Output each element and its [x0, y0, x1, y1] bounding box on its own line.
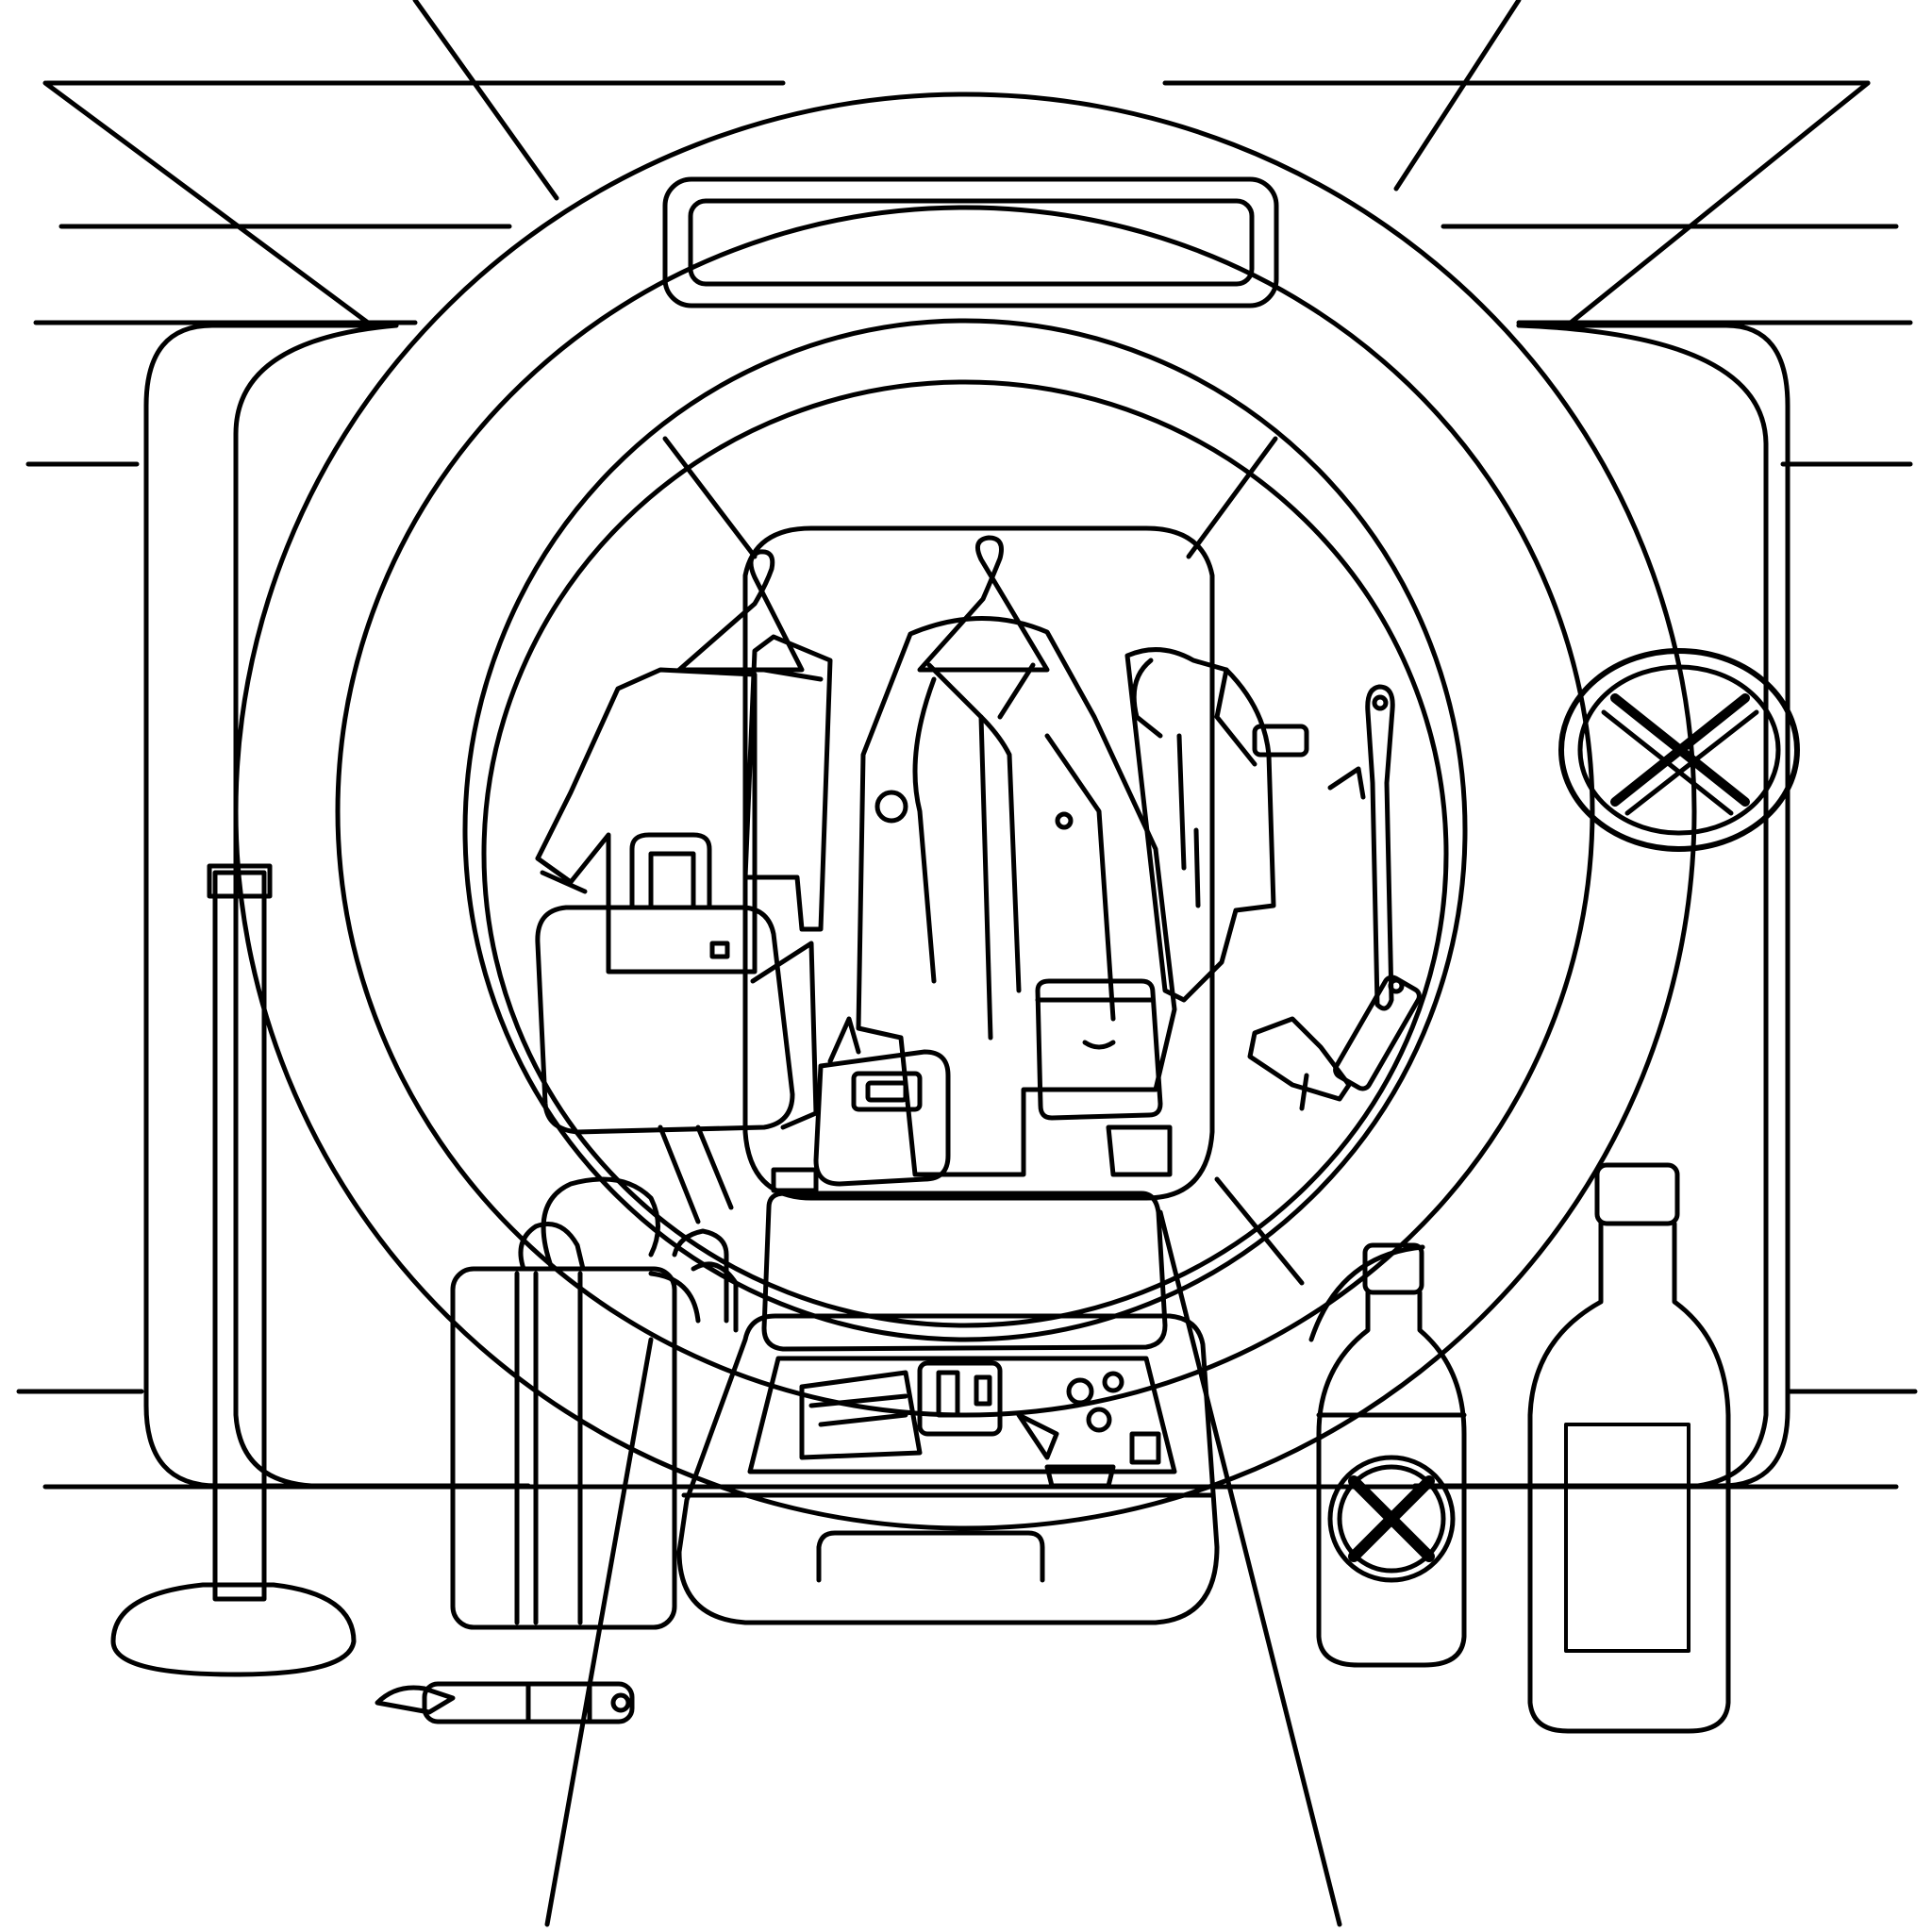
jacket-center	[856, 616, 1177, 1177]
bottle-small-x-label-icon	[1327, 1455, 1456, 1583]
gantry-ring-inner	[335, 205, 1595, 1418]
shirt-left	[535, 667, 758, 974]
bore-ray-top-right	[1186, 436, 1278, 559]
shirt-dark	[742, 634, 833, 932]
bottle-small	[1316, 1242, 1467, 1668]
belt-pouch	[1035, 978, 1173, 1177]
display-panel-outer	[662, 176, 1279, 308]
housing-left-panel	[143, 323, 531, 1489]
scanner-bore	[462, 318, 1468, 1342]
wrench-icon	[1327, 684, 1395, 1011]
scraper-tool-icon	[1247, 974, 1422, 1111]
shoulder-bag	[535, 832, 819, 1224]
bore-inner	[481, 379, 1449, 1328]
case-lid	[761, 1191, 1168, 1352]
stanchion-post	[110, 863, 357, 1677]
case-handle	[816, 1530, 1045, 1583]
gantry-ring-outer	[233, 92, 1697, 1531]
housing-left-inner	[233, 323, 399, 1489]
bore-ray-top-left	[662, 436, 758, 559]
case-tray	[747, 1356, 1177, 1474]
bore-outer	[462, 318, 1468, 1342]
housing-right-inner	[1516, 323, 1769, 1489]
ink-group	[16, 0, 1918, 1927]
scanner-housing	[143, 92, 1790, 1531]
pen-on-floor-icon	[375, 1681, 635, 1724]
hanging-clothes	[535, 535, 1309, 1177]
bore-ray-bottom-right	[1214, 1176, 1305, 1286]
small-pouch	[771, 1016, 951, 1193]
display-panel-inner	[688, 198, 1255, 287]
hanger-left	[676, 549, 805, 673]
hanger-center	[917, 535, 1050, 673]
wall-x-badge-icon	[1558, 648, 1800, 852]
jacket-button	[874, 790, 908, 824]
floor-lanes	[544, 1209, 1342, 1927]
case-body	[676, 1313, 1220, 1625]
ceiling-lines	[33, 0, 1913, 325]
shirt-right	[1124, 647, 1276, 1003]
suitcase-left	[450, 1176, 739, 1630]
housing-right-panel	[1412, 323, 1790, 1489]
bottle-neck-cord	[1308, 1244, 1425, 1342]
open-tray-case	[676, 1191, 1220, 1625]
bottle-large	[1527, 1162, 1731, 1734]
